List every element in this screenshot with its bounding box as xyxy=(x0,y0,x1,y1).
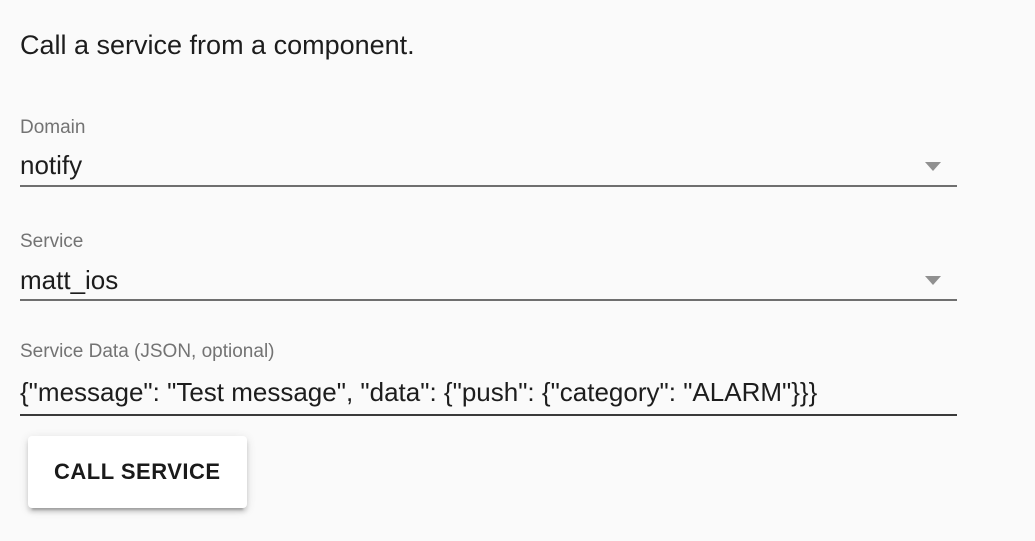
page-title: Call a service from a component. xyxy=(20,30,415,60)
domain-label: Domain xyxy=(20,117,86,138)
chevron-down-icon[interactable] xyxy=(925,276,941,285)
service-label: Service xyxy=(20,231,84,252)
domain-selected-value: notify xyxy=(20,150,83,180)
service-dropdown[interactable]: matt_ios xyxy=(20,265,957,301)
service-selected-value: matt_ios xyxy=(20,265,119,295)
service-data-label: Service Data (JSON, optional) xyxy=(20,341,275,362)
call-service-panel: Call a service from a component. Domain … xyxy=(20,30,957,508)
chevron-down-icon[interactable] xyxy=(925,161,941,171)
service-data-field: Service Data (JSON, optional) xyxy=(20,341,957,416)
service-data-input[interactable] xyxy=(20,377,957,416)
domain-dropdown[interactable]: notify xyxy=(20,150,957,187)
domain-field: Domain notify xyxy=(20,117,957,187)
call-service-button[interactable]: CALL SERVICE xyxy=(28,436,247,508)
service-field: Service matt_ios xyxy=(20,231,957,301)
